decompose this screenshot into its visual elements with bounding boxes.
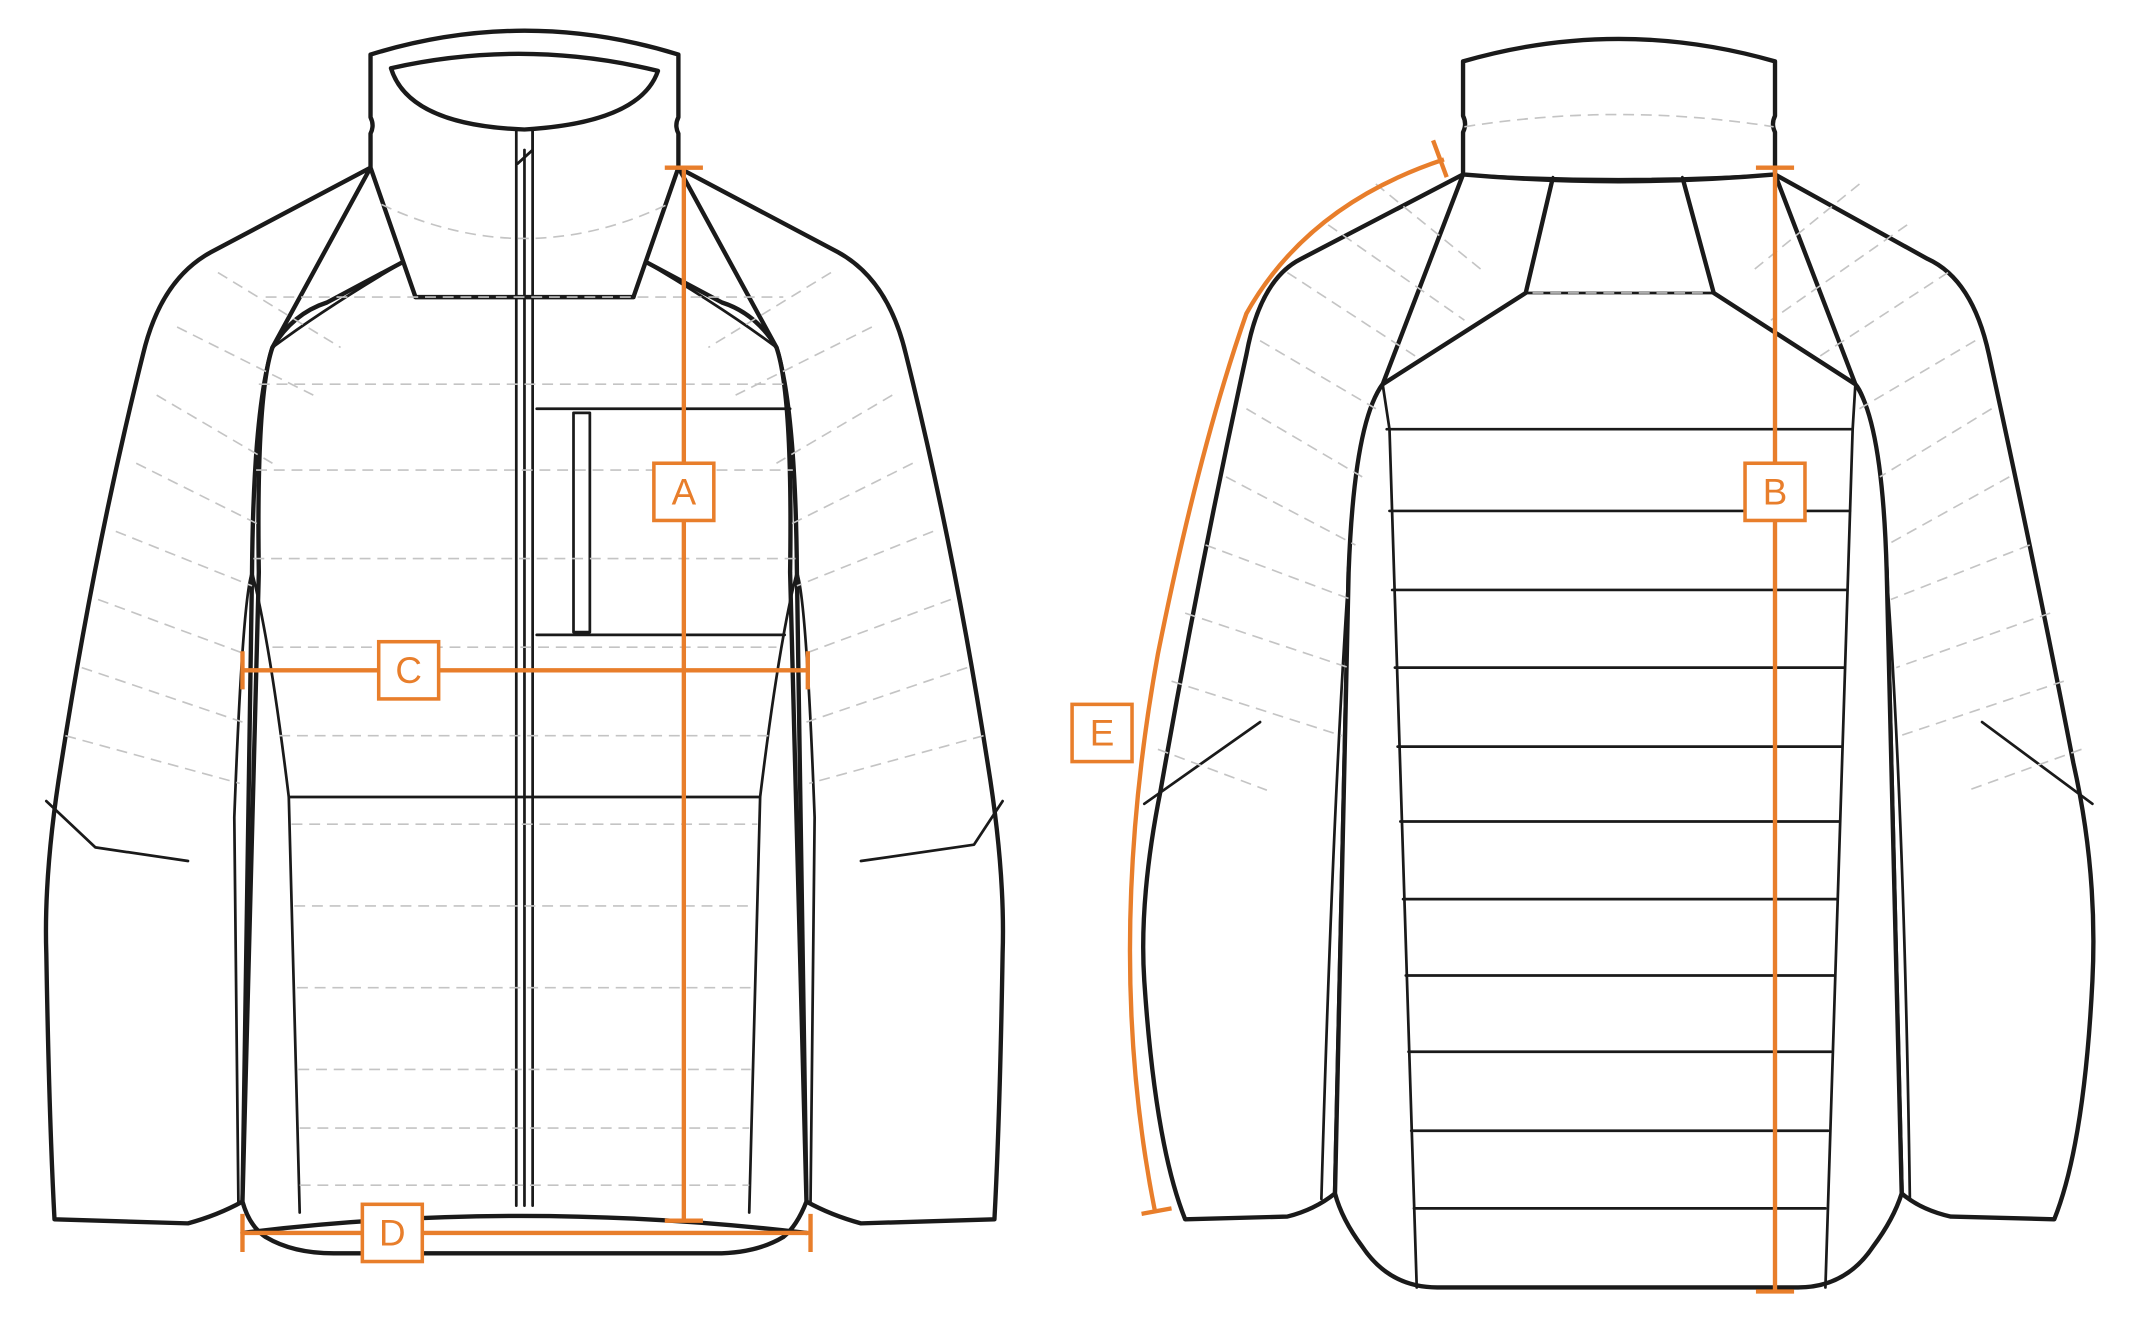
back-right-side-panel <box>1885 570 1912 1201</box>
front-left-cuff-seam <box>44 799 190 863</box>
front-left-raglan-seam <box>271 257 411 349</box>
label-E: E <box>1090 712 1115 753</box>
measurement-C: C <box>240 639 810 701</box>
back-collar <box>1460 36 1778 184</box>
front-right-raglan-seam <box>638 257 778 349</box>
back-jacket-view <box>1141 36 2096 1290</box>
back-left-side-panel <box>1320 570 1350 1201</box>
front-jacket-view <box>43 28 1006 1256</box>
label-D-box <box>360 1202 425 1264</box>
measurement-B: B <box>1743 165 1807 1294</box>
back-right-elbow-seam <box>1980 720 2094 806</box>
label-B: B <box>1763 471 1788 512</box>
back-yoke <box>1461 173 1777 295</box>
zipper-pull <box>516 129 534 165</box>
label-B-box <box>1743 461 1807 523</box>
front-quilt-lines <box>65 203 984 1187</box>
front-collar-inner <box>388 51 661 132</box>
measurement-E: E <box>1070 139 1449 1216</box>
measurement-A: A <box>652 165 716 1223</box>
front-zipper <box>514 128 534 1208</box>
back-left-elbow-seam <box>1142 720 1262 806</box>
back-body <box>1332 174 1904 1290</box>
measurement-D: D <box>240 1202 813 1264</box>
chest-pocket-zipper <box>572 411 592 634</box>
back-quilt-lines <box>1157 113 2082 791</box>
front-right-sleeve <box>676 165 1006 1226</box>
front-hem <box>240 1213 809 1236</box>
label-C-box <box>376 639 441 701</box>
label-A: A <box>672 471 697 512</box>
label-E-box <box>1070 702 1134 764</box>
front-left-sleeve <box>43 165 373 1226</box>
label-A-box <box>652 461 716 523</box>
label-D: D <box>379 1212 406 1253</box>
label-C: C <box>395 650 422 691</box>
front-right-cuff-seam <box>859 799 1004 863</box>
